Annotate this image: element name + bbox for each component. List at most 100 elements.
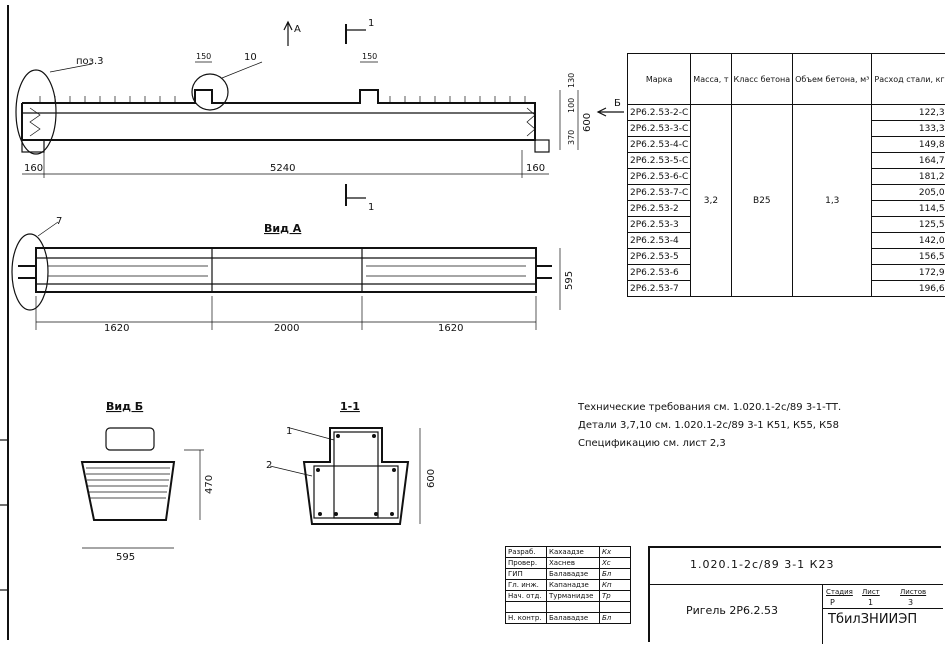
title-block-divider — [822, 584, 823, 644]
cell-steel: 133,3 — [871, 120, 945, 137]
view-b: Вид Б 470 595 — [80, 400, 215, 563]
dim-470: 470 — [204, 475, 215, 494]
note-specification: Спецификацию см. лист 2,3 — [578, 438, 726, 449]
view-a-title: Вид А — [264, 222, 302, 235]
cell-mass: 3,2 — [690, 104, 732, 297]
table-row: 2Р6.2.53-5-С 164,7 — [626, 152, 945, 169]
cell-mark: 2Р6.2.53-6 — [626, 264, 692, 281]
title-block-divider — [650, 584, 943, 585]
col-steel: Расход стали, кг — [871, 53, 945, 105]
col-volume: Объем бетона, м³ — [792, 53, 873, 105]
support-right — [534, 139, 550, 153]
sheet-value: 1 — [868, 598, 874, 607]
elevation-view: поз.3 10 1 1 А Б 150 150 130 100 370 600… — [15, 18, 624, 213]
cell-mark: 2Р6.2.53-5 — [626, 248, 692, 265]
view-b-marker: Б — [614, 98, 621, 109]
dim-595-view-b: 595 — [116, 552, 135, 563]
view-b-top-block — [105, 427, 155, 451]
dim-2000: 2000 — [274, 323, 299, 334]
dim-160-left: 160 — [24, 163, 43, 174]
section-rebars — [316, 434, 396, 516]
leader-pos1 — [289, 427, 335, 441]
col-mark: Марка — [626, 53, 692, 105]
table-row: 2Р6.2.53-7 196,6 — [626, 280, 945, 297]
section-marker-top: 1 — [368, 18, 374, 29]
signature-row — [505, 601, 631, 613]
cell-steel: 181,2 — [871, 168, 945, 185]
section-title: 1-1 — [340, 400, 360, 413]
dim-150-right: 150 — [362, 52, 377, 61]
cell-mark: 2Р6.2.53-2 — [626, 200, 692, 217]
view-b-hatch — [86, 467, 170, 499]
cell-mark: 2Р6.2.53-6-С — [626, 168, 692, 185]
part-name: Ригель 2Р6.2.53 — [686, 604, 778, 617]
cell-mark: 2Р6.2.53-7-С — [626, 184, 692, 201]
pos7-label: 7 — [56, 216, 62, 227]
dim-5240: 5240 — [270, 163, 295, 174]
cell-mark: 2Р6.2.53-2-С — [626, 104, 692, 121]
cell-mark: 2Р6.2.53-4-С — [626, 136, 692, 153]
cell-steel: 164,7 — [871, 152, 945, 169]
document-code: 1.020.1-2с/89 3-1 К23 — [690, 558, 835, 571]
cell-steel: 122,3 — [871, 104, 945, 121]
pos10-label: 10 — [244, 52, 257, 63]
cell-steel: 114,5 — [871, 200, 945, 217]
view-a-arrowhead — [283, 20, 293, 31]
detail-callout-3 — [15, 69, 57, 155]
stage-value: Р — [830, 598, 835, 607]
beam-outline — [21, 89, 536, 141]
sheets-value: 3 — [908, 598, 914, 607]
detail-callout-7 — [11, 233, 49, 311]
note-tech-requirements: Технические требования см. 1.020.1-2с/89… — [578, 402, 842, 413]
dim-1620-right: 1620 — [438, 323, 463, 334]
title-block-frame: 1.020.1-2с/89 3-1 К23 Ригель 2Р6.2.53 Ст… — [648, 546, 943, 644]
cell-steel: 149,8 — [871, 136, 945, 153]
section-outline — [302, 427, 410, 525]
plan-view-a: Вид А 7 595 1620 2000 1620 — [11, 216, 575, 334]
leader-pos3 — [49, 63, 93, 73]
end-zigzag-left — [29, 107, 41, 137]
cell-mark: 2Р6.2.53-5-С — [626, 152, 692, 169]
stage-label: Стадия — [826, 588, 853, 596]
note-details: Детали 3,7,10 см. 1.020.1-2с/89 3-1 К51,… — [578, 420, 839, 431]
cell-steel: 196,6 — [871, 280, 945, 297]
leader-pos2 — [269, 465, 313, 477]
sheets-label: Листов — [900, 588, 927, 596]
table-row: 2Р6.2.53-2-С 3,2 В25 1,3 122,3 — [626, 104, 945, 297]
view-a-marker: А — [294, 24, 301, 35]
cell-steel: 142,0 — [871, 232, 945, 249]
dim-600-section: 600 — [426, 469, 437, 488]
pos3-label: поз.3 — [76, 56, 104, 67]
table-row: 2Р6.2.53-2 114,5 — [626, 200, 945, 217]
end-zigzag-right — [526, 107, 536, 137]
dim-130: 130 — [567, 73, 576, 88]
cell-steel: 172,9 — [871, 264, 945, 281]
view-b-arrowhead — [596, 107, 607, 117]
cell-steel: 125,5 — [871, 216, 945, 233]
dim-600-elevation: 600 — [582, 113, 593, 132]
col-mass: Масса, т — [690, 53, 732, 105]
plan-outline — [35, 247, 537, 293]
organization-name: ТбилЗНИИЭП — [828, 612, 918, 627]
leader-pos7 — [37, 221, 59, 237]
sheet-label: Лист — [862, 588, 880, 596]
support-left — [21, 139, 45, 153]
cell-mark: 2Р6.2.53-3 — [626, 216, 692, 233]
section-marker-bottom: 1 — [368, 202, 374, 213]
cell-mark: 2Р6.2.53-7 — [626, 280, 692, 297]
cell-mark: 2Р6.2.53-4 — [626, 232, 692, 249]
table-row: 2Р6.2.53-6-С 181,2 — [626, 168, 945, 185]
dim-370: 370 — [567, 130, 576, 145]
view-b-body — [80, 461, 176, 521]
dim-160-right: 160 — [526, 163, 545, 174]
pos1-label: 1 — [286, 426, 292, 437]
